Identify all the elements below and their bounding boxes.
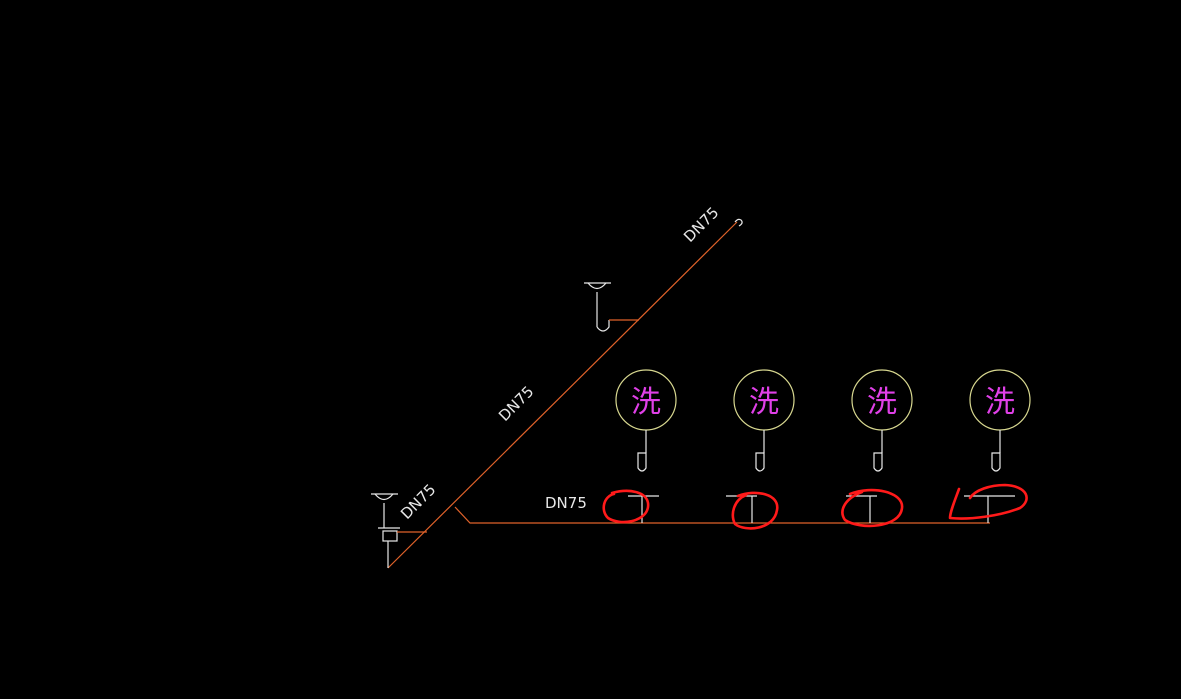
basin-symbol: 洗 [749,385,779,420]
basin-symbol: 洗 [631,385,661,420]
pipe-label-lower: DN75 [397,481,439,523]
annotation-mark-1 [602,489,650,524]
annotation-mark-4 [948,483,1028,520]
floor-drain-lower [371,493,427,568]
wash-basin-3: 洗 [846,369,913,523]
floor-drain-upper [584,282,639,332]
annotation-mark-3 [841,488,904,528]
vent-end-icon [734,218,743,227]
pipe-label-upper: DN75 [680,204,722,246]
basin-symbol: 洗 [867,385,897,420]
wash-basin-1: 洗 [615,369,677,523]
wash-basin-4: 洗 [964,369,1031,523]
horizontal-branch-pipe [454,506,990,524]
diagonal-main-pipe [387,221,738,569]
basin-symbol: 洗 [985,385,1015,420]
pipe-label-middle: DN75 [495,383,537,425]
annotation-mark-2 [731,491,779,530]
wash-basin-2: 洗 [726,369,795,523]
pipe-label-horizontal: DN75 [545,494,587,512]
